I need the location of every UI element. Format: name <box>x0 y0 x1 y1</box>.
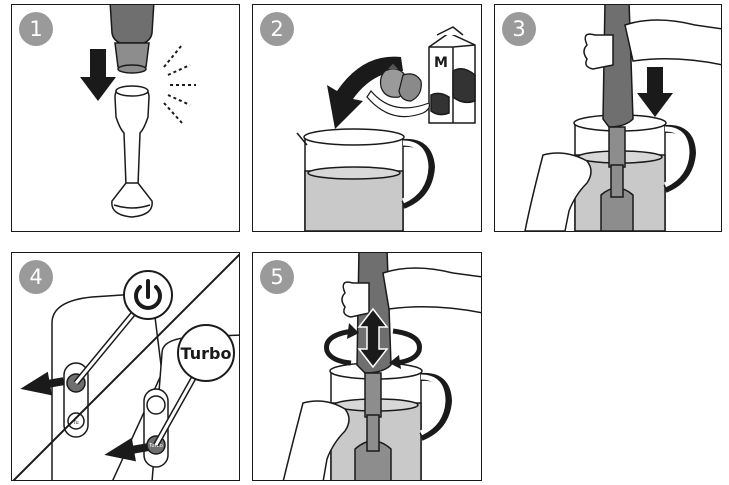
step-2-badge: 2 <box>260 12 294 46</box>
blender-shaft <box>112 86 152 217</box>
down-arrow-icon <box>80 49 116 101</box>
turbo-label: Turbo <box>181 344 232 363</box>
down-arrow-icon <box>637 67 673 117</box>
step-2-panel: 2 M <box>252 4 482 232</box>
step-5-panel: 5 <box>252 252 482 481</box>
step-5-badge: 5 <box>260 260 294 294</box>
motor-unit <box>110 5 154 73</box>
step-4-badge: 4 <box>19 260 53 294</box>
step-1-panel: 1 <box>11 4 240 232</box>
step-3-badge: 3 <box>502 12 536 46</box>
milk-carton <box>429 27 475 123</box>
step-3-panel: 3 <box>494 4 722 232</box>
click-lines <box>164 45 196 123</box>
jug <box>297 129 431 231</box>
step-1-badge: 1 <box>19 12 53 46</box>
step-4-panel: 4 Tu Turbo Turbo <box>11 252 240 481</box>
milk-carton-letter: M <box>434 55 448 71</box>
